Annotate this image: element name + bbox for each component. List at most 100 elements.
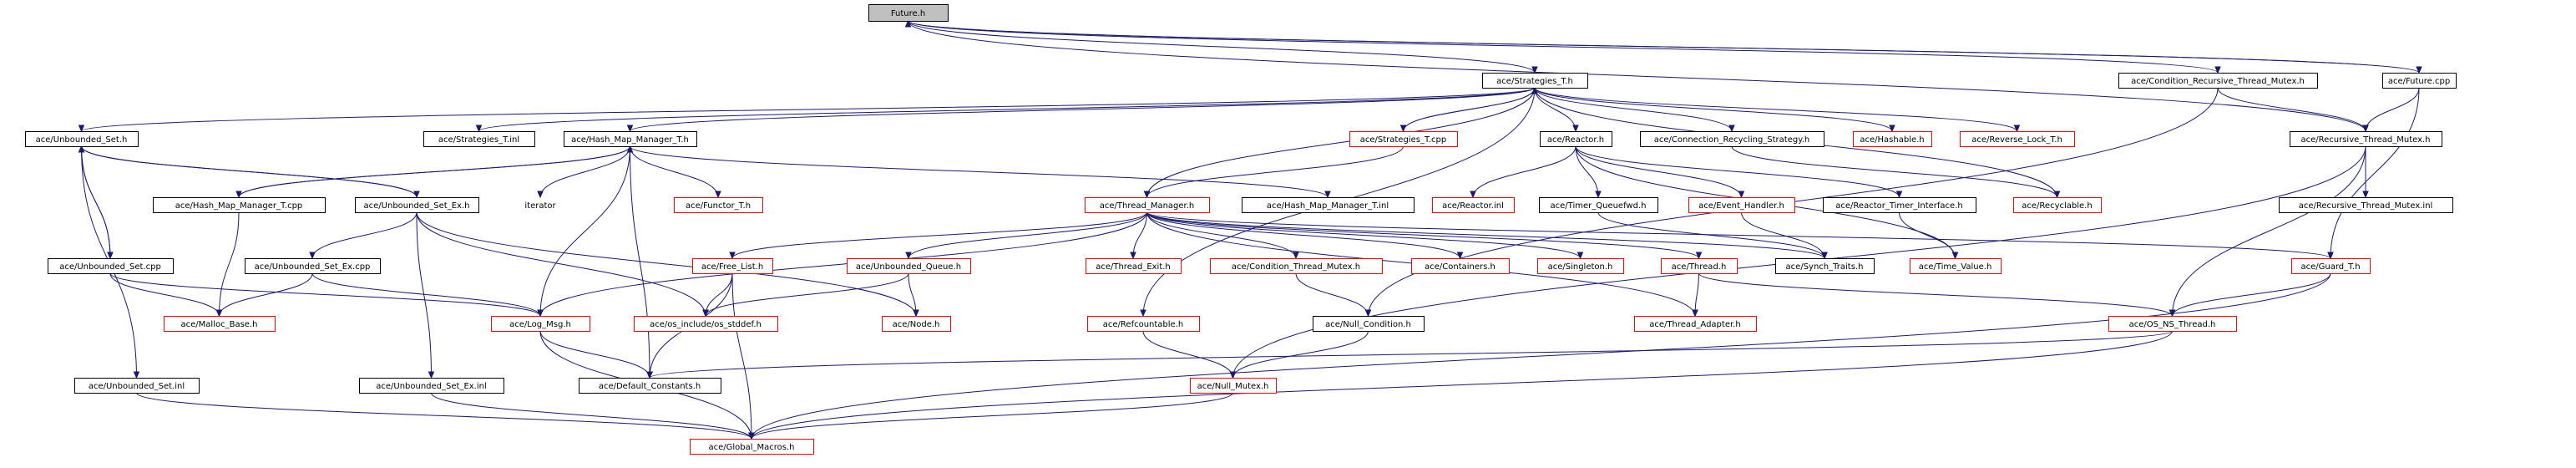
edge-thread-h-to-os-ns-thread-h [1698, 272, 2173, 317]
node-hash-map-manager-t-h[interactable]: ace/Hash_Map_Manager_T.h [564, 131, 697, 147]
edge-arrowhead [702, 309, 709, 318]
edge-arrowhead [1364, 309, 1372, 318]
node-thread-h[interactable]: ace/Thread.h [1661, 258, 1738, 274]
node-strategies-t-cpp[interactable]: ace/Strategies_T.cpp [1349, 131, 1458, 147]
node-recursive-thread-mutex-inl[interactable]: ace/Recursive_Thread_Mutex.inl [2279, 197, 2453, 213]
node-thread-manager-h[interactable]: ace/Thread_Manager.h [1085, 197, 1210, 213]
node-label: ace/Singleton.h [1548, 262, 1613, 272]
edge-unbounded-set-ex-inl-to-global-macros-h [431, 392, 752, 440]
edge-strategies-t-h-to-hashable-h [1534, 87, 1893, 132]
node-synch-traits-h[interactable]: ace/Synch_Traits.h [1775, 258, 1875, 274]
edge-thread-h-to-thread-adapter-h [1694, 272, 1699, 317]
edge-arrowhead [904, 19, 912, 28]
edge-reactor-h-to-event-handler-h [1575, 145, 1742, 198]
node-label: ace/Time_Value.h [1919, 262, 1992, 272]
node-guard-t-h[interactable]: ace/Guard_T.h [2291, 258, 2371, 274]
node-hash-map-manager-t-inl[interactable]: ace/Hash_Map_Manager_T.inl [1242, 197, 1415, 213]
node-thread-adapter-h[interactable]: ace/Thread_Adapter.h [1634, 316, 1757, 332]
node-unbounded-set-h[interactable]: ace/Unbounded_Set.h [25, 131, 139, 147]
node-box [882, 316, 951, 332]
node-recyclable-h[interactable]: ace/Recyclable.h [2013, 197, 2102, 213]
node-reactor-timer-interface-h[interactable]: ace/Reactor_Timer_Interface.h [1823, 197, 1976, 213]
edge-arrowhead [1293, 252, 1299, 260]
node-label: Future.h [891, 9, 925, 18]
edge-reactor-h-to-reactor-inl [1472, 145, 1576, 198]
node-reverse-lock-t-h[interactable]: ace/Reverse_Lock_T.h [1960, 131, 2075, 147]
node-refcountable-h[interactable]: ace/Refcountable.h [1087, 316, 1200, 332]
edge-os-ns-thread-h-to-global-macros-h [751, 330, 2173, 440]
edge-future-h-to-strategies-t-h [908, 20, 1536, 74]
node-label: ace/Global_Macros.h [708, 443, 794, 452]
node-malloc-base-h[interactable]: ace/Malloc_Base.h [164, 316, 276, 332]
edge-strategies-t-h-to-reverse-lock-t-h [1534, 87, 2017, 132]
node-recursive-thread-mutex-h[interactable]: ace/Recursive_Thread_Mutex.h [2290, 131, 2442, 147]
node-unbounded-set-inl[interactable]: ace/Unbounded_Set.inl [74, 378, 200, 394]
node-reactor-inl[interactable]: ace/Reactor.inl [1432, 197, 1515, 213]
node-label: ace/Unbounded_Queue.h [856, 262, 961, 272]
node-box [1539, 197, 1658, 213]
node-unbounded-queue-h[interactable]: ace/Unbounded_Queue.h [847, 258, 971, 274]
node-label: ace/Hash_Map_Manager_T.cpp [175, 201, 303, 211]
node-label: iterator [524, 201, 556, 211]
edge-arrowhead [715, 191, 721, 199]
edge-arrowhead [2053, 191, 2061, 199]
edge-arrowhead [1889, 125, 1895, 133]
node-condition-thread-mutex-h[interactable]: ace/Condition_Thread_Mutex.h [1210, 258, 1383, 274]
node-future-cpp[interactable]: ace/Future.cpp [2382, 73, 2457, 89]
edge-arrowhead [729, 252, 736, 260]
edge-recursive-thread-mutex-h-to-os-ns-thread-h [2172, 145, 2366, 317]
edge-thread-manager-h-to-log-msg-h [539, 211, 1147, 317]
edge-thread-manager-h-to-containers-h [1146, 211, 1460, 259]
node-box [2013, 197, 2102, 213]
node-singleton-h[interactable]: ace/Singleton.h [1537, 258, 1624, 274]
node-strategies-t-inl[interactable]: ace/Strategies_T.inl [423, 131, 535, 147]
edge-hash-map-manager-t-h-to-iterator [539, 145, 630, 198]
node-box [245, 258, 381, 274]
node-hash-map-manager-t-cpp[interactable]: ace/Hash_Map_Manager_T.cpp [153, 197, 326, 213]
node-conn-recycling-strategy-h[interactable]: ace/Connection_Recycling_Strategy.h [1640, 131, 1824, 147]
node-hashable-h[interactable]: ace/Hashable.h [1853, 131, 1932, 147]
node-label: ace/Unbounded_Set.inl [89, 382, 185, 391]
node-functor-t-h[interactable]: ace/Functor_T.h [674, 197, 763, 213]
edge-arrowhead [2362, 191, 2369, 199]
node-thread-exit-h[interactable]: ace/Thread_Exit.h [1086, 258, 1182, 274]
node-label: ace/Malloc_Base.h [181, 320, 258, 329]
node-label: ace/Refcountable.h [1103, 320, 1183, 329]
node-label: ace/os_include/os_stddef.h [650, 320, 762, 329]
node-label: ace/OS_NS_Thread.h [2129, 320, 2216, 329]
node-box [1411, 258, 1510, 274]
node-label: ace/Strategies_T.h [1496, 77, 1573, 86]
node-null-mutex-h[interactable]: ace/Null_Mutex.h [1190, 378, 1277, 394]
node-unbounded-set-ex-h[interactable]: ace/Unbounded_Set_Ex.h [355, 197, 479, 213]
node-label: ace/Future.cpp [2388, 77, 2450, 86]
node-box [1190, 378, 1277, 394]
node-unbounded-set-ex-cpp[interactable]: ace/Unbounded_Set_Ex.cpp [245, 258, 381, 274]
node-default-constants-h[interactable]: ace/Default_Constants.h [579, 378, 721, 394]
edge-thread-manager-h-to-singleton-h [1146, 211, 1581, 259]
node-box [1853, 131, 1932, 147]
node-time-value-h[interactable]: ace/Time_Value.h [1910, 258, 2002, 274]
node-reactor-h[interactable]: ace/Reactor.h [1540, 131, 1612, 147]
node-strategies-t-h[interactable]: ace/Strategies_T.h [1482, 73, 1588, 89]
node-unbounded-set-ex-inl[interactable]: ace/Unbounded_Set_Ex.inl [359, 378, 504, 394]
node-global-macros-h[interactable]: ace/Global_Macros.h [690, 439, 814, 455]
node-future-h[interactable]: Future.h [868, 4, 949, 22]
node-os-stddef-h[interactable]: ace/os_include/os_stddef.h [634, 316, 778, 332]
node-os-ns-thread-h[interactable]: ace/OS_NS_Thread.h [2108, 316, 2237, 332]
node-event-handler-h[interactable]: ace/Event_Handler.h [1688, 197, 1795, 213]
node-iterator[interactable]: iterator [524, 201, 556, 211]
node-log-msg-h[interactable]: ace/Log_Msg.h [491, 316, 590, 332]
node-unbounded-set-cpp[interactable]: ace/Unbounded_Set.cpp [48, 258, 174, 274]
node-box [1910, 258, 2002, 274]
edge-arrowhead [1140, 309, 1146, 318]
node-node-h[interactable]: ace/Node.h [882, 316, 951, 332]
node-containers-h[interactable]: ace/Containers.h [1411, 258, 1510, 274]
node-free-list-h[interactable]: ace/Free_List.h [692, 258, 773, 274]
node-label: ace/Condition_Thread_Mutex.h [1232, 262, 1360, 272]
node-box [868, 4, 949, 22]
node-null-condition-h[interactable]: ace/Null_Condition.h [1313, 316, 1425, 332]
edge-arrowhead [646, 371, 653, 379]
node-timer-queuefwd-h[interactable]: ace/Timer_Queuefwd.h [1539, 197, 1658, 213]
edge-arrowhead [133, 371, 140, 379]
node-cond-rec-mutex-h[interactable]: ace/Condition_Recursive_Thread_Mutex.h [2118, 73, 2318, 89]
